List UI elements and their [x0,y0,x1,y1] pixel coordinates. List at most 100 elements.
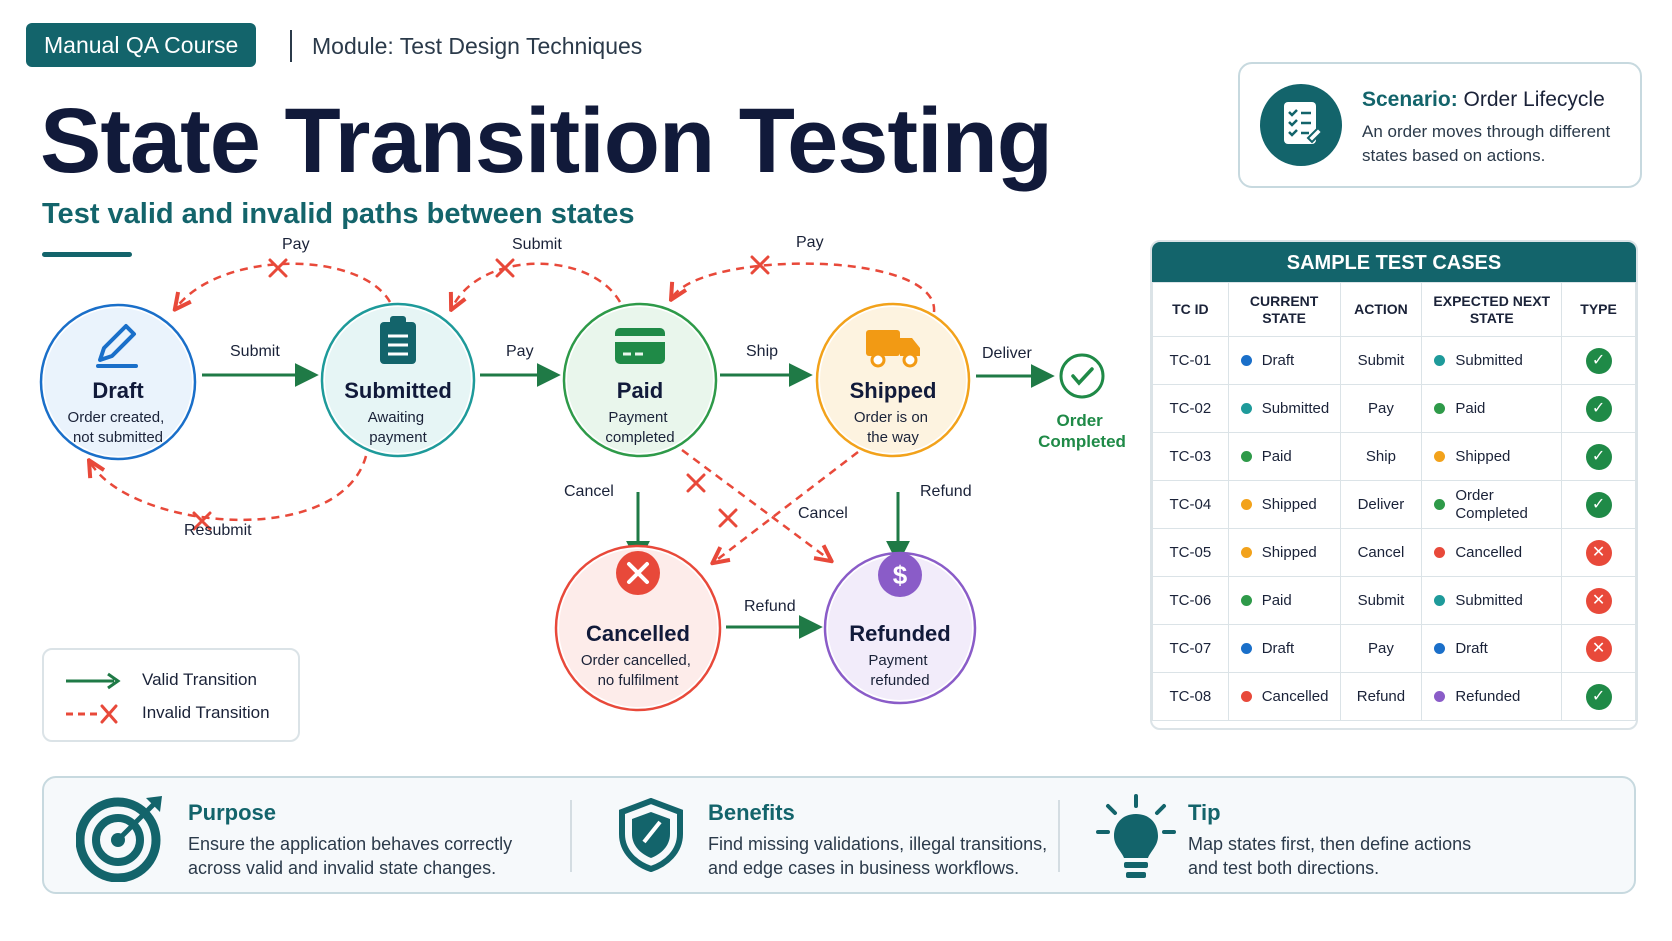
state-dot [1240,547,1252,559]
label-invalid-submit: Submit [512,236,562,253]
tc-current-state: Shipped [1227,480,1341,529]
col-current-state: CURRENT STATE [1227,282,1341,337]
state-dot [1434,403,1446,415]
tc-action: Deliver [1339,480,1423,529]
tc-action: Ship [1339,432,1423,481]
scenario-desc: An order moves through different states … [1362,122,1611,165]
tc-next-state: Submitted [1421,576,1563,625]
label-invalid-pay-1: Pay [282,236,310,253]
state-dot [1434,499,1446,510]
tc-next-state: Submitted [1421,336,1563,385]
tc-id: TC-08 [1152,672,1229,721]
shield-icon [619,798,683,872]
pencil-icon [96,324,138,368]
completed-label-1: Order [1056,411,1103,430]
tc-type: ✓ [1561,672,1636,721]
legend: Valid Transition Invalid Transition [42,648,300,742]
invalid-x-icon [495,258,515,278]
tc-id: TC-02 [1152,384,1229,433]
state-dot [1240,499,1252,511]
footer-benefits: Benefits Find missing validations, illeg… [584,778,1054,892]
check-circle-icon: ✓ [1585,491,1612,518]
order-completed: Order Completed [1038,353,1126,451]
state-dot [1434,547,1446,559]
legend-invalid-label: Invalid Transition [142,703,270,722]
svg-text:Awaiting payment: Awaiting payment [368,409,429,446]
col-type: TYPE [1561,282,1636,337]
test-cases-title: SAMPLE TEST CASES [1152,242,1636,282]
state-name-cancelled: Cancelled [586,621,690,646]
svg-text:Order cancelled, no fulf: Order cancelled, no fulfilment [581,652,695,689]
state-submitted: Submitted Awaiting payment [320,302,476,458]
state-dot [1434,643,1446,655]
state-desc-refunded-2: refunded [870,672,929,689]
check-circle-icon: ✓ [1585,683,1612,710]
state-dot [1434,451,1446,463]
state-diagram: Submit Pay Ship Deliver Cancel Refund Re… [39,234,1126,712]
state-dot [1434,691,1446,703]
state-name-paid: Paid [617,378,663,403]
label-pay: Pay [506,343,534,360]
state-draft: Draft Order created, not submitted [39,303,197,461]
state-name-shipped: Shipped [850,378,937,403]
tc-action: Submit [1339,576,1423,625]
state-name-refunded: Refunded [849,621,950,646]
valid-transitions [202,363,1055,639]
benefits-title: Benefits [708,800,795,825]
footer-tip: Tip Map states first, then define action… [1074,778,1614,892]
state-dot [1240,451,1252,463]
state-dot [1240,691,1252,703]
invalid-transitions [90,262,936,562]
legend-valid-label: Valid Transition [142,670,257,689]
svg-text:Payment refunded: Payment refunded [868,652,931,689]
state-desc-cancelled-1: Order cancelled, [581,652,691,669]
tc-next-state: Cancelled [1421,528,1563,577]
col-expected-next-state: EXPECTED NEXT STATE [1421,282,1563,337]
label-submit: Submit [230,343,280,360]
clipboard-icon [380,316,416,364]
invalid-shipped-cancelled [714,451,859,562]
test-cases-panel: SAMPLE TEST CASES TC ID CURRENT STATE AC… [1150,240,1638,730]
completed-label-2: Completed [1038,432,1126,451]
state-desc-draft-2: not submitted [73,429,163,446]
state-dot [1434,595,1446,607]
tc-type: ✕ [1561,528,1636,577]
x-circle-icon [616,551,660,595]
svg-text:Payment completed: Payment completed [605,409,674,446]
truck-icon [866,330,920,368]
tip-desc: Map states first, then define actions an… [1188,834,1472,878]
label-invalid-resubmit: Resubmit [184,522,252,539]
invalid-submitted-draft-resubmit [90,455,368,521]
check-circle-icon [1059,353,1105,399]
svg-text:Order Completed: Order Completed [1038,411,1126,451]
tc-action: Submit [1339,336,1423,385]
svg-text:Order created, not submi: Order created, not submitted [68,409,169,446]
tc-type: ✓ [1561,384,1636,433]
state-dot [1240,595,1252,607]
state-shipped: Shipped Order is on the way [815,302,971,458]
col-action: ACTION [1339,282,1423,337]
valid-arrow-icon [66,672,121,690]
state-refunded: $ Refunded Payment refunded [823,551,977,705]
scenario-title: Scenario: Order Lifecycle [1362,88,1605,111]
purpose-desc: Ensure the application behaves correctly… [188,834,513,878]
check-circle-icon: ✓ [1585,347,1612,374]
state-desc-submitted-2: payment [369,429,427,446]
invalid-x-icon [750,255,770,275]
label-refund-cancelled: Refund [744,598,796,615]
state-desc-shipped-2: the way [867,429,919,446]
state-desc-cancelled-2: no fulfilment [598,672,680,689]
info-footer: Purpose Ensure the application behaves c… [42,776,1636,894]
label-invalid-pay-2: Pay [796,234,824,251]
course-badge: Manual QA Course [26,23,257,67]
module-label: Module: Test Design Techniques [290,30,642,62]
tc-id: TC-06 [1152,576,1229,625]
tip-title: Tip [1188,800,1221,825]
state-desc-paid-2: completed [605,429,674,446]
